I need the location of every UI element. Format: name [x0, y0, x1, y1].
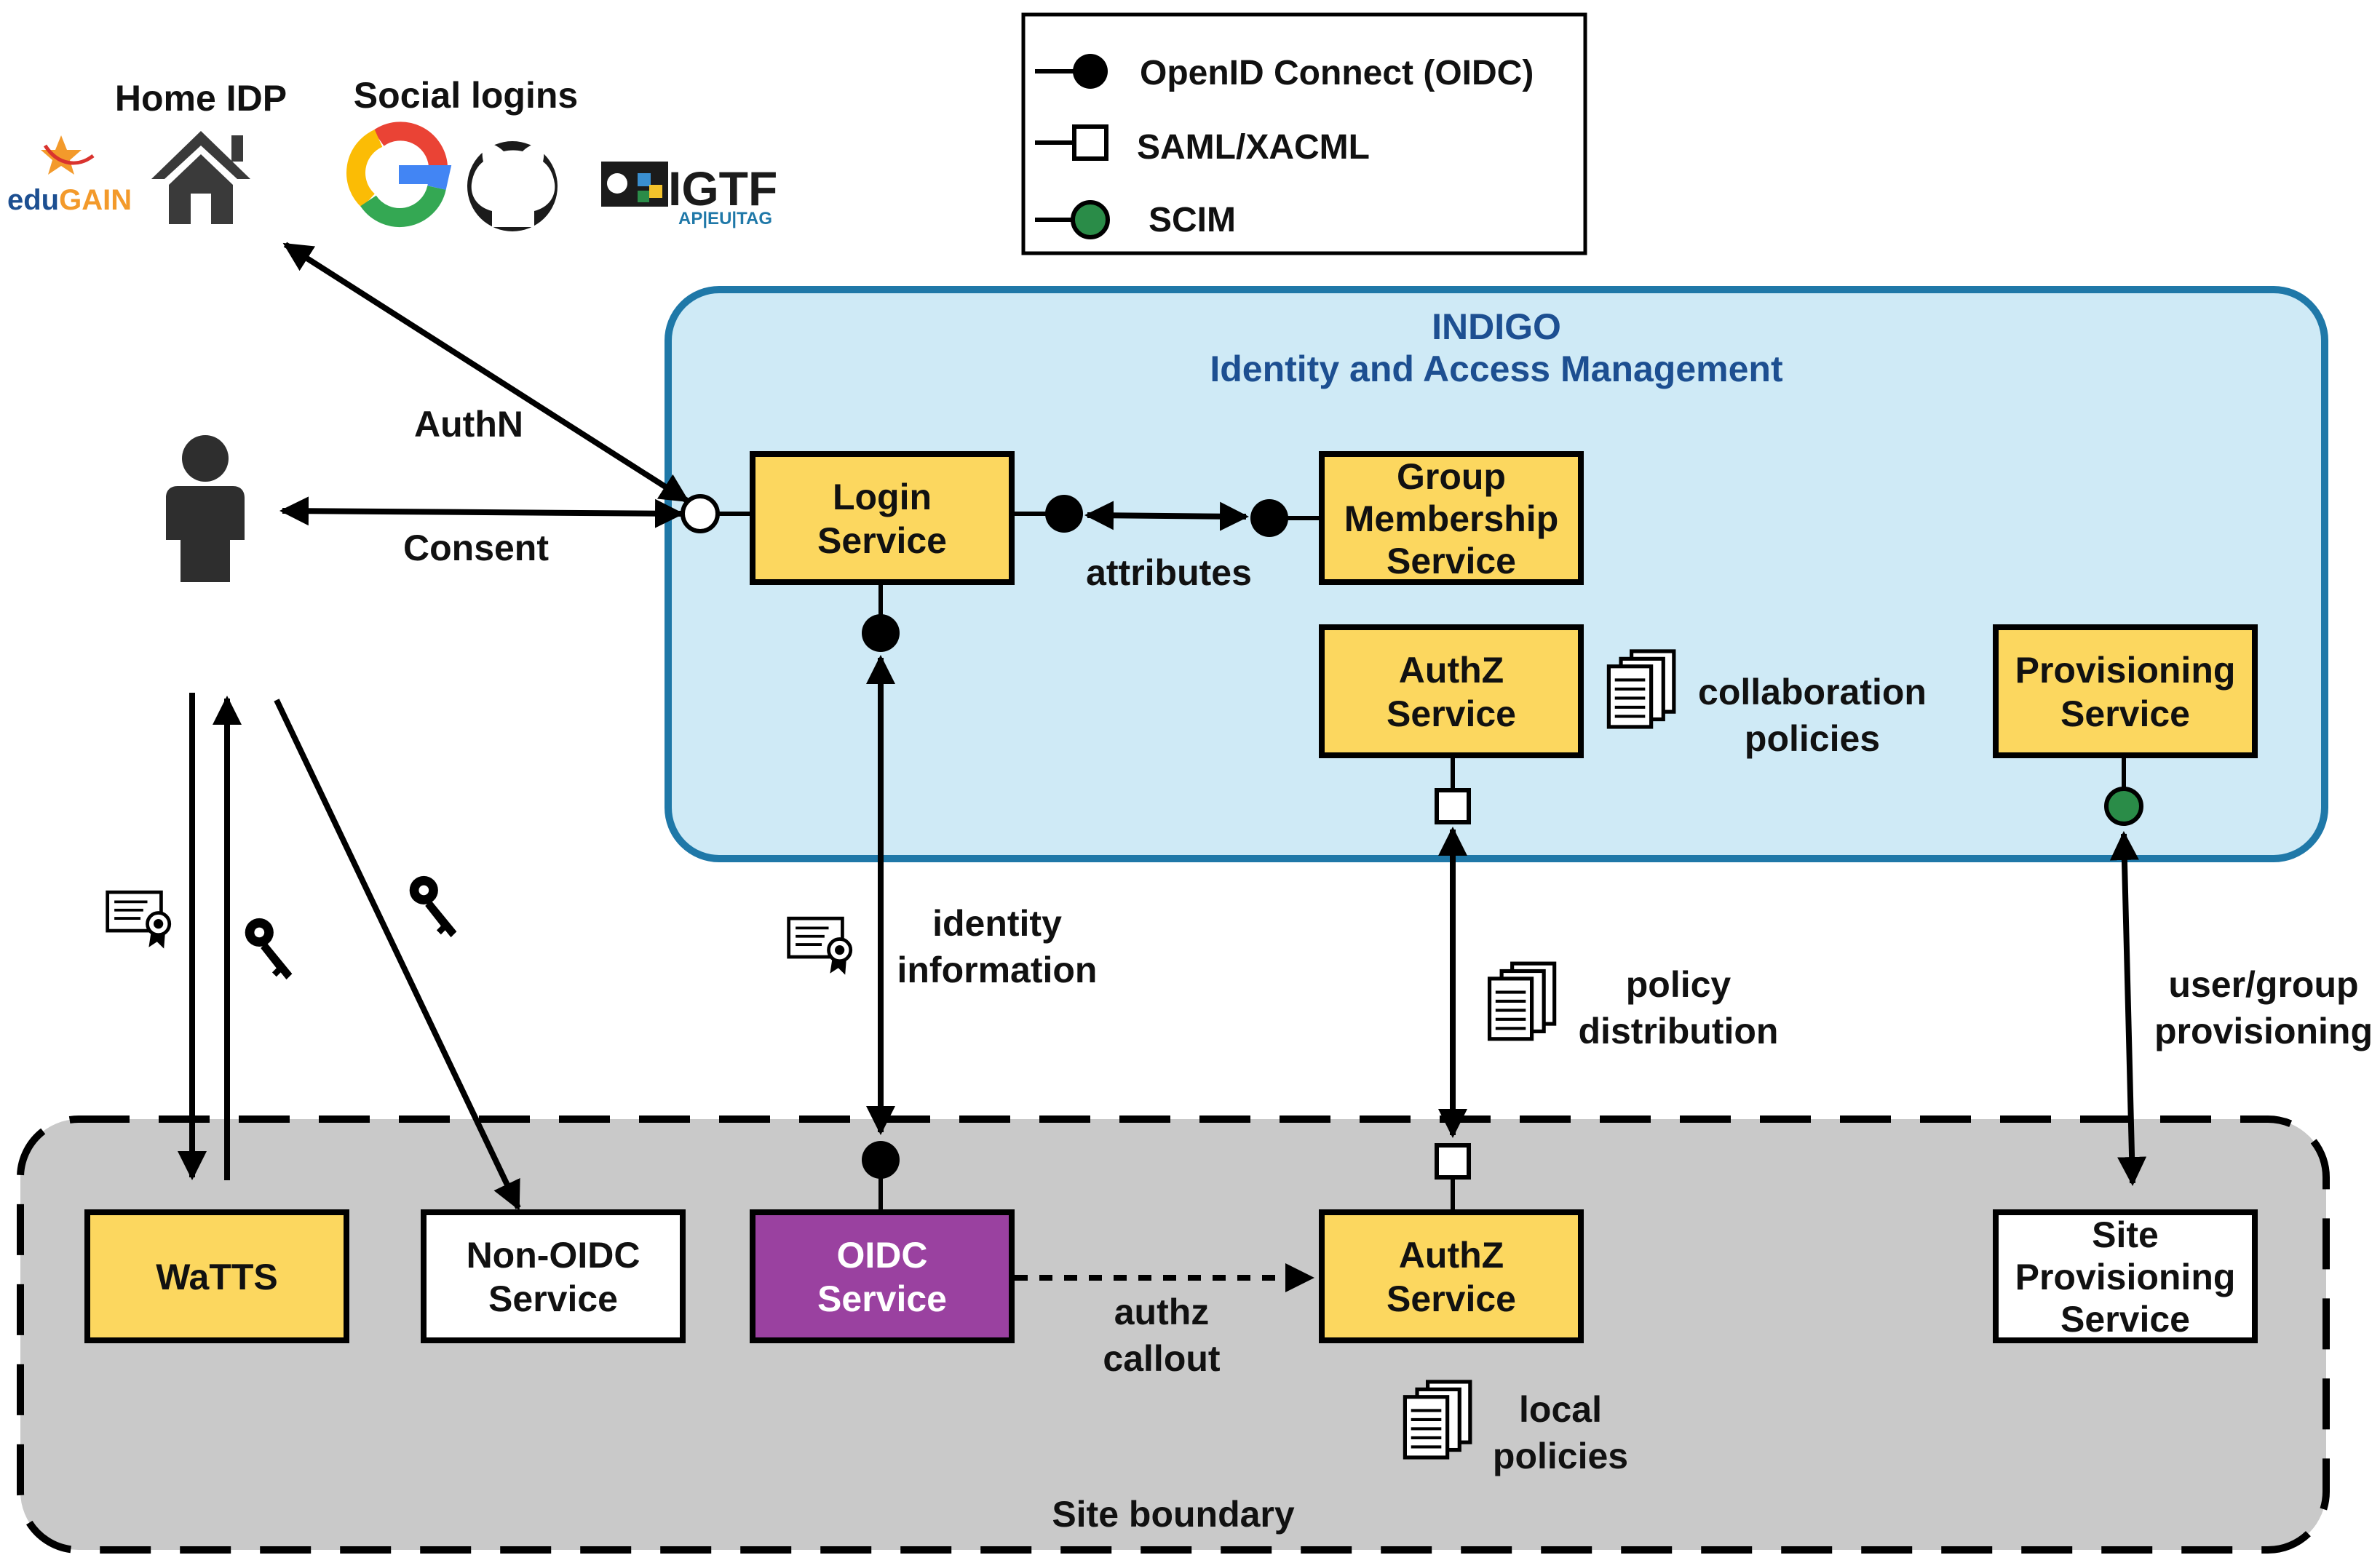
svg-text:Provisioning: Provisioning	[2015, 650, 2236, 691]
site-authz-saml-endpoint	[1435, 1143, 1471, 1180]
policy-distribution-label-1: policy	[1626, 964, 1732, 1005]
svg-text:Service: Service	[817, 520, 947, 561]
login-service-box: Login Service	[750, 451, 1015, 585]
policy-doc-icon	[1490, 963, 1555, 1039]
legend-oidc: OpenID Connect (OIDC)	[1140, 54, 1534, 92]
igtf-logo: IGTF AP|EU|TAG	[601, 162, 777, 228]
provisioning-scim-endpoint	[2104, 787, 2143, 826]
svg-text:Login: Login	[833, 477, 932, 517]
non-oidc-service-box: Non-OIDC Service	[421, 1209, 686, 1343]
site-provisioning-service-box: Site Provisioning Service	[1993, 1209, 2258, 1343]
legend-scim: SCIM	[1149, 201, 1236, 239]
home-idp-label: Home IDP	[115, 78, 287, 119]
user-to-non-oidc-arrow	[274, 699, 521, 1211]
oidc-service-box: OIDC Service	[750, 1209, 1015, 1343]
svg-text:Provisioning: Provisioning	[2015, 1257, 2236, 1297]
authz-callout-label-1: authz	[1114, 1292, 1210, 1332]
user-group-provisioning-label-1: user/group	[2168, 964, 2358, 1005]
indigo-title: INDIGO	[1432, 306, 1561, 347]
svg-text:Service: Service	[1387, 541, 1516, 581]
svg-text:Service: Service	[2060, 1299, 2190, 1340]
consent-label: Consent	[403, 528, 549, 568]
svg-text:eduGAIN: eduGAIN	[7, 184, 132, 216]
svg-text:Membership: Membership	[1344, 498, 1559, 539]
edugain-logo: eduGAIN	[7, 135, 132, 216]
svg-text:Service: Service	[817, 1278, 947, 1319]
login-oidc-endpoint	[681, 494, 720, 533]
attributes-label: attributes	[1086, 552, 1252, 593]
svg-text:Non-OIDC: Non-OIDC	[467, 1235, 640, 1276]
svg-text:Service: Service	[2060, 693, 2190, 734]
legend: OpenID Connect (OIDC) SAML/XACML SCIM	[1021, 12, 1587, 255]
svg-text:IGTF: IGTF	[668, 162, 777, 215]
watts-box: WaTTS	[84, 1209, 349, 1343]
certificate-icon	[789, 918, 851, 975]
login-attr-endpoint	[1045, 495, 1083, 533]
collaboration-policies-label-1: collaboration	[1698, 672, 1927, 712]
home-icon	[151, 131, 250, 224]
legend-saml: SAML/XACML	[1137, 128, 1370, 167]
authn-arrow	[282, 242, 690, 504]
collaboration-policies-label-2: policies	[1745, 718, 1880, 759]
provisioning-service-box: Provisioning Service	[1993, 624, 2258, 758]
indigo-authz-service-box: AuthZ Service	[1319, 624, 1584, 758]
identity-info-label-1: identity	[932, 903, 1062, 944]
svg-text:AP|EU|TAG: AP|EU|TAG	[678, 209, 772, 228]
policy-distribution-label-2: distribution	[1579, 1011, 1779, 1051]
group-membership-service-box: Group Membership Service	[1319, 451, 1584, 585]
certificate-icon	[108, 892, 170, 949]
identity-info-label-2: information	[897, 950, 1098, 990]
oidc-service-endpoint	[862, 1141, 900, 1179]
user-icon	[166, 435, 245, 582]
scim-endpoint-icon	[1071, 200, 1110, 239]
svg-text:Service: Service	[488, 1278, 618, 1319]
svg-text:Service: Service	[1387, 1278, 1516, 1319]
local-policies-label-1: local	[1519, 1389, 1602, 1430]
key-icon	[409, 875, 457, 938]
saml-endpoint-icon	[1072, 124, 1108, 161]
svg-text:Service: Service	[1387, 693, 1516, 734]
site-authz-service-box: AuthZ Service	[1319, 1209, 1584, 1343]
group-attr-endpoint	[1250, 499, 1288, 537]
site-boundary-label: Site boundary	[1052, 1494, 1295, 1535]
authz-callout-label-2: callout	[1103, 1338, 1220, 1379]
consent-arrow	[279, 496, 684, 528]
authz-saml-endpoint	[1435, 788, 1471, 824]
svg-text:Site: Site	[2092, 1214, 2159, 1255]
svg-text:OIDC: OIDC	[837, 1235, 928, 1276]
login-identity-endpoint	[862, 614, 900, 652]
user-group-provisioning-arrow	[2109, 831, 2147, 1186]
social-logins-label: Social logins	[354, 75, 578, 116]
svg-text:AuthZ: AuthZ	[1399, 1235, 1504, 1276]
indigo-subtitle: Identity and Access Management	[1210, 349, 1783, 389]
svg-text:WaTTS: WaTTS	[156, 1257, 278, 1297]
svg-text:Group: Group	[1397, 456, 1506, 497]
local-policies-label-2: policies	[1493, 1436, 1628, 1476]
key-icon	[245, 918, 293, 980]
site-boundary	[17, 1115, 2330, 1554]
github-logo	[467, 141, 558, 231]
oidc-endpoint-icon	[1073, 54, 1108, 89]
attributes-arrow	[1084, 501, 1249, 531]
user-group-provisioning-label-2: provisioning	[2154, 1011, 2373, 1051]
authn-label: AuthN	[414, 404, 523, 445]
google-logo	[346, 122, 452, 227]
svg-text:AuthZ: AuthZ	[1399, 650, 1504, 691]
